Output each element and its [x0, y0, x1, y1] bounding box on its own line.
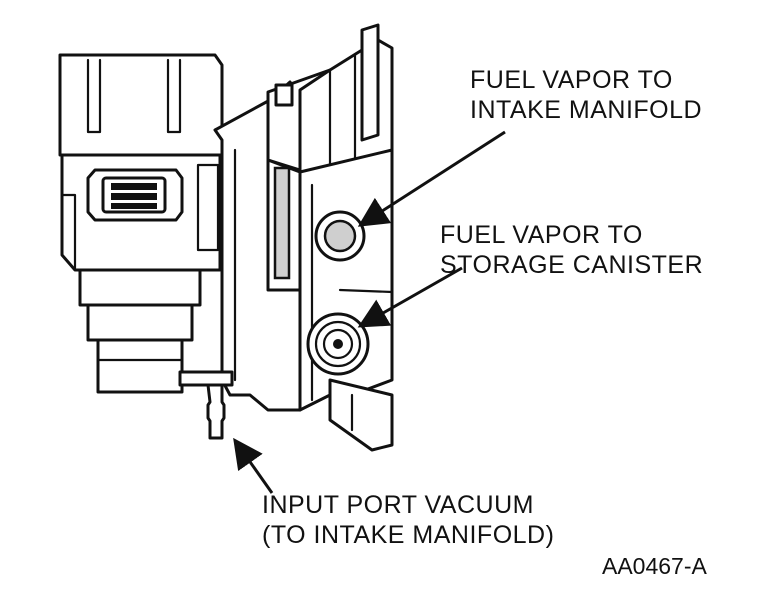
valve-assembly — [58, 23, 394, 452]
storage-canister-port — [306, 312, 370, 376]
vacuum-leader-arrow — [233, 437, 274, 494]
callout-intake-manifold: FUEL VAPOR TO INTAKE MANIFOLD — [470, 66, 702, 124]
solenoid-housing — [58, 53, 224, 394]
intake-manifold-port — [314, 210, 366, 262]
electrical-connector — [86, 168, 184, 222]
leader-arrows — [233, 130, 506, 494]
callout-input-port-vacuum: INPUT PORT VACUUM (TO INTAKE MANIFOLD) — [262, 491, 554, 549]
figure-id: AA0467-A — [602, 553, 708, 579]
canister-label-line2: STORAGE CANISTER — [440, 251, 703, 279]
intake-label-line2: INTAKE MANIFOLD — [470, 96, 702, 124]
canister-label-line1: FUEL VAPOR TO — [440, 221, 643, 249]
vacuum-input-nipple — [178, 370, 234, 440]
intake-leader-arrow — [357, 130, 506, 227]
vacuum-label-line2: (TO INTAKE MANIFOLD) — [262, 521, 554, 549]
callout-storage-canister: FUEL VAPOR TO STORAGE CANISTER — [440, 221, 703, 279]
canister-leader-arrow — [357, 266, 463, 328]
vacuum-label-line1: INPUT PORT VACUUM — [262, 491, 534, 519]
intake-label-line1: FUEL VAPOR TO — [470, 66, 673, 94]
